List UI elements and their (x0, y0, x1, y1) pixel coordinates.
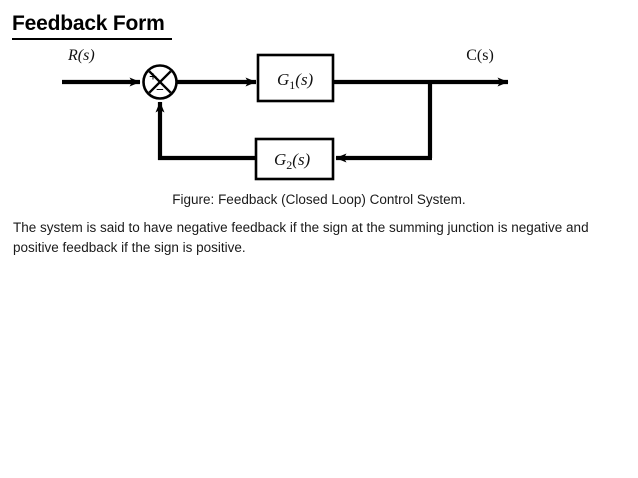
feedback-path-block-label: G2(s) (274, 150, 311, 172)
input-signal-label: R(s) (67, 47, 95, 64)
figure-caption: Figure: Feedback (Closed Loop) Control S… (172, 192, 466, 207)
summing-junction-minus-sign: − (156, 83, 164, 98)
feedback-path-block-label-arg: (s) (292, 150, 310, 169)
forward-path-block-label-arg: (s) (295, 70, 313, 89)
page-title-underline (12, 38, 172, 40)
body-paragraph: The system is said to have negative feed… (13, 220, 589, 255)
feedback-path-block: G2(s) (254, 137, 335, 181)
forward-path-block-label-sub: 1 (289, 78, 295, 92)
forward-path-block: G1(s) (256, 53, 335, 103)
feedback-path-block-label-main: G (274, 150, 286, 169)
forward-path-block-label-main: G (277, 70, 289, 89)
forward-path-block-label: G1(s) (277, 70, 314, 92)
summing-junction-plus-sign: + (149, 70, 157, 85)
summing-junction: + − (142, 64, 178, 100)
feedback-path-block-label-sub: 2 (286, 158, 292, 172)
output-signal-label: C(s) (466, 47, 494, 64)
block-diagram: + − G1(s) G2(s) (0, 36, 638, 196)
page-title: Feedback Form (12, 12, 165, 35)
